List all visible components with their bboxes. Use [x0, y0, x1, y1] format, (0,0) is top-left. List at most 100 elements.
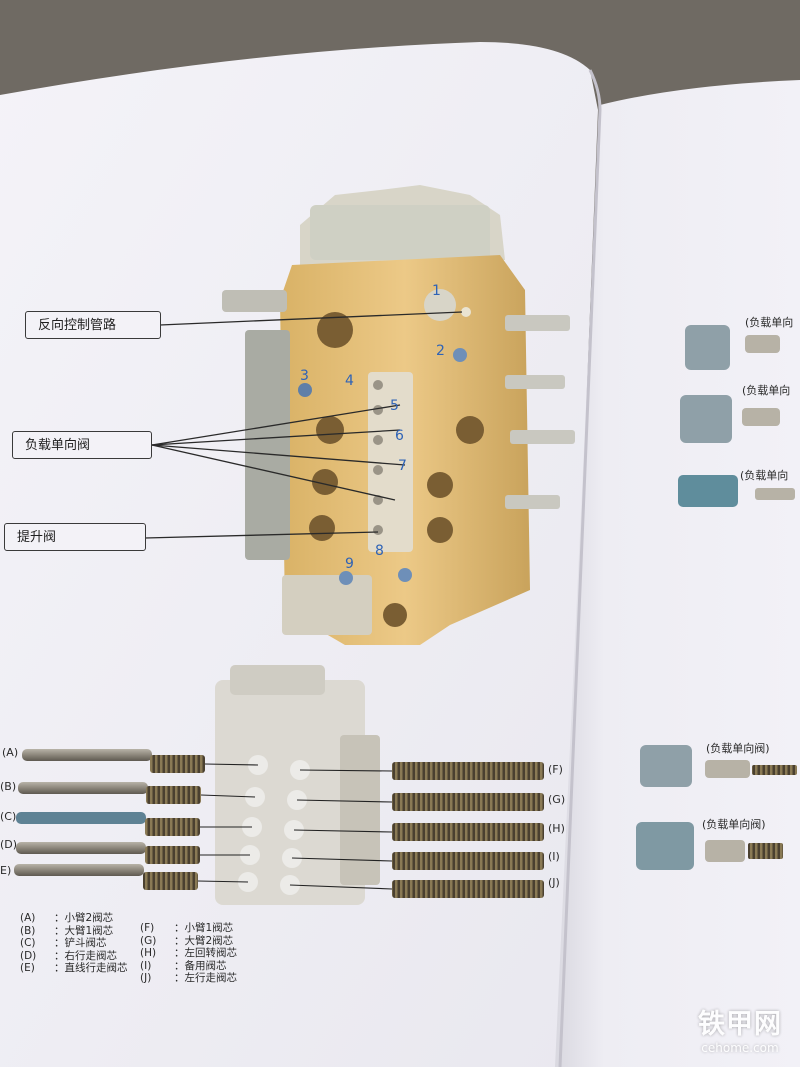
legend-key: (G) [140, 934, 157, 947]
legend-value: 左回转阀芯 [184, 947, 238, 959]
legend-sep: ： [174, 972, 185, 984]
valve-port [316, 416, 344, 444]
spring-j [392, 880, 544, 898]
valve-top-plate [310, 205, 490, 260]
legend-key: (D) [20, 949, 37, 962]
check-valve-part [680, 395, 732, 443]
spool-line-h [293, 829, 393, 833]
legend-row: (E) ：直线行走阀芯 [20, 962, 128, 975]
blue-plug [398, 568, 412, 582]
check-valve-part [640, 745, 692, 787]
spool-letter-d: (D) [0, 838, 18, 851]
lower-valve-top [230, 665, 325, 695]
handwritten-number: 9 [345, 556, 354, 572]
check-valve-part-spring [752, 765, 797, 775]
valve-port [427, 517, 453, 543]
legend-right: (F)：小臂1阀芯 (G)：大臂2阀芯 (H)：左回转阀芯 (I)：备用阀芯 (… [140, 922, 237, 985]
check-valve-part-insert [742, 408, 780, 426]
valve-port [456, 416, 484, 444]
right-page [555, 80, 800, 1067]
handwritten-number: 5 [390, 398, 399, 414]
right-page-label: (负载单向 [742, 384, 791, 397]
lower-spool-photo [14, 665, 544, 905]
legend-value: 直线行走阀芯 [64, 962, 128, 974]
spool-letter-b: (B) [0, 780, 17, 793]
right-page-label: (负载单向 [745, 316, 794, 329]
spring-h [392, 823, 544, 841]
legend-key: (A) [20, 912, 36, 924]
legend-value: 右行走阀芯 [64, 949, 118, 962]
legend-row: (B)：大臂1阀芯 [20, 925, 128, 938]
check-valve-part-insert [705, 840, 745, 862]
check-valve-bolt [373, 525, 383, 535]
legend-row: (J)：左行走阀芯 [140, 972, 237, 985]
valve-port [312, 469, 338, 495]
spool-e [14, 864, 144, 876]
legend-key: (C) [20, 937, 36, 949]
check-valve-stack [368, 372, 413, 552]
legend-sep: ： [54, 962, 65, 974]
spool-letter-a: (A) [2, 746, 19, 759]
callout-line-check-1 [151, 404, 401, 446]
legend-value: 铲斗阀芯 [64, 937, 107, 949]
handwritten-number: 8 [375, 543, 384, 559]
blue-plug [298, 383, 312, 397]
legend-row: (G) ：大臂2阀芯 [140, 935, 237, 948]
blue-plug [339, 571, 353, 585]
right-page-label: (负载单向 [740, 469, 789, 482]
callout-text: 反向控制管路 [38, 318, 117, 333]
callout-text: 负载单向阀 [25, 438, 91, 453]
spool-e-spring [143, 872, 198, 890]
spring-i [392, 852, 544, 870]
page-gutter [558, 69, 602, 1067]
callout-line-check-3 [151, 444, 406, 466]
legend-row: (D)：右行走阀芯 [20, 950, 128, 963]
legend-row: (F) ：小臂1阀芯 [140, 922, 237, 935]
spool-letter-g: (G) [548, 793, 566, 806]
spool-a-spring [150, 755, 205, 773]
handwritten-number: 3 [300, 368, 309, 384]
check-valve-part [678, 475, 738, 507]
spool-letter-j: (J) [548, 876, 560, 889]
watermark-url: cehome.com [701, 1041, 779, 1055]
callout-text: 提升阀 [17, 530, 57, 545]
check-valve-part-spring [748, 843, 783, 859]
spool-line-g [296, 799, 393, 803]
legend-key: (B) [20, 924, 36, 937]
legend-key: (E) [20, 962, 35, 974]
legend-row: (C) ：铲斗阀芯 [20, 937, 128, 950]
lower-valve-side [340, 735, 380, 885]
handwritten-number: 7 [398, 458, 407, 474]
callout-line-reverse [159, 311, 463, 326]
legend-left: (A)：小臂2阀芯 (B)：大臂1阀芯 (C)：铲斗阀芯 (D)：右行走阀芯 (… [20, 912, 128, 975]
legend-key: (F) [140, 922, 155, 934]
valve-port [317, 312, 353, 348]
legend-sep: ： [54, 937, 65, 949]
legend-sep: ： [174, 922, 185, 934]
valve-port [383, 603, 407, 627]
legend-sep: ： [174, 947, 185, 959]
check-valve-bolt [373, 465, 383, 475]
legend-key: (H) [140, 947, 157, 959]
handwritten-numbers: 1 2 3 4 5 6 7 8 9 [300, 283, 445, 572]
check-valve-part-insert [705, 760, 750, 778]
spring-f [392, 762, 544, 780]
upper-valve-photo [222, 185, 575, 645]
spool-b [18, 782, 148, 794]
spool-line-i [291, 857, 393, 862]
callout-line-check-2 [151, 429, 401, 446]
valve-right-fitting-3 [510, 430, 575, 444]
check-valve-bolt [373, 405, 383, 415]
legend-value: 左行走阀芯 [184, 972, 238, 984]
spool-letter-h: (H) [548, 822, 565, 835]
legend-value: 小臂1阀芯 [184, 922, 234, 934]
legend-sep: ： [174, 934, 185, 947]
callout-lines [144, 311, 463, 539]
legend-value: 小臂2阀芯 [64, 912, 114, 924]
legend-value: 大臂2阀芯 [184, 934, 234, 947]
spool-letter-f: (F) [548, 763, 563, 776]
right-page-parts [636, 325, 797, 870]
spool-letter-e: E) [0, 864, 12, 877]
blue-plug [453, 348, 467, 362]
